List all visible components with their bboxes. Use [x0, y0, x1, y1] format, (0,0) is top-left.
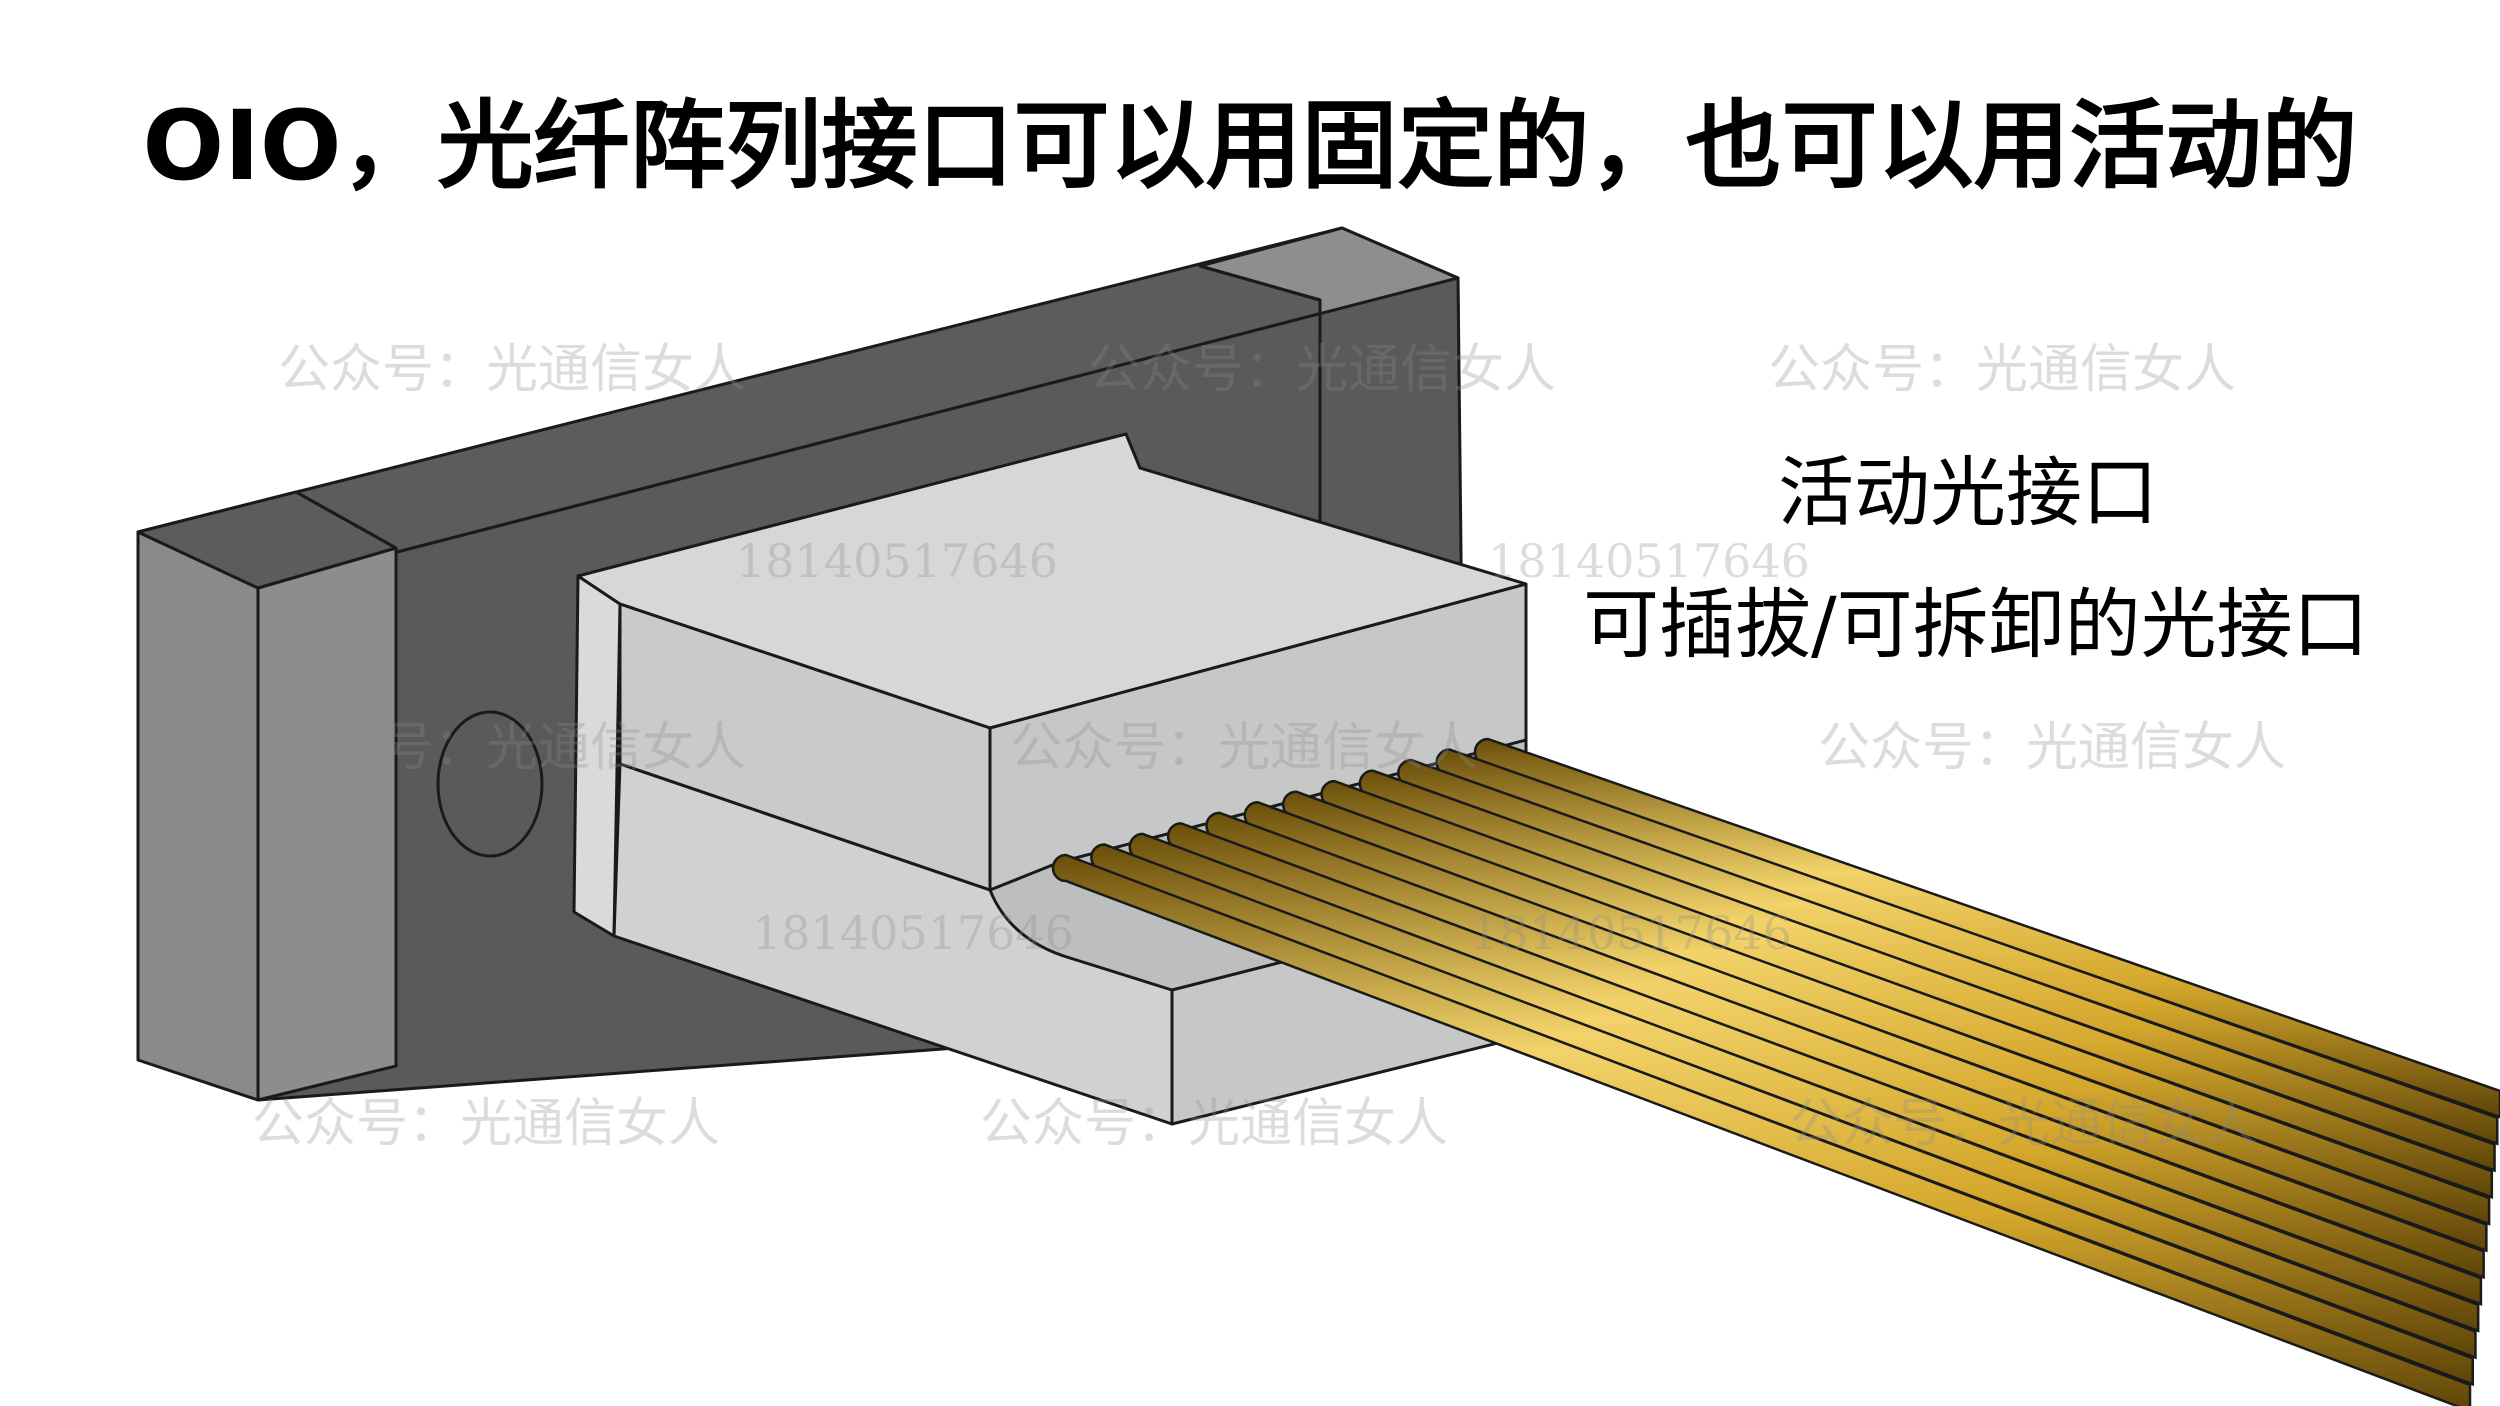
watermark-account: 公众号：光通信女人 [252, 1094, 721, 1154]
watermark-phone: 18140517646 [1470, 906, 1792, 960]
label-active-connector: 活动光接口 [1778, 448, 2158, 537]
slide-title: OIO，光纤阵列接口可以用固定的，也可以用活动的 [142, 90, 2358, 202]
watermark-account: 公众号：光通信女人 [1010, 718, 1479, 778]
fiber-ribbon [1051, 737, 2500, 1406]
optical-fiber [1051, 853, 2472, 1406]
housing-left-front-strip [256, 546, 398, 1102]
watermark-account: 公众号：光通信女人 [278, 718, 747, 778]
watermark-account: 公众号：光通信女人 [1088, 340, 1557, 400]
watermark-account: 公众号：光通信女人 [980, 1094, 1449, 1154]
watermark-phone: 18140517646 [752, 906, 1074, 960]
watermark-account: 公众号：光通信女人 [1768, 340, 2237, 400]
watermark-account: 公众号：光通信女人 [278, 340, 747, 400]
alignment-hole [436, 710, 544, 858]
housing-left-side [136, 530, 260, 1102]
label-detachable-connector: 可插拔/可拆卸的光接口 [1583, 580, 2369, 669]
watermark-phone: 18140517646 [1488, 534, 1810, 588]
watermark-phone: 18140517646 [736, 534, 1058, 588]
watermark-account: 公众号：光通信女人 [1790, 1094, 2259, 1154]
watermark-account: 公众号：光通信女人 [1818, 718, 2287, 778]
